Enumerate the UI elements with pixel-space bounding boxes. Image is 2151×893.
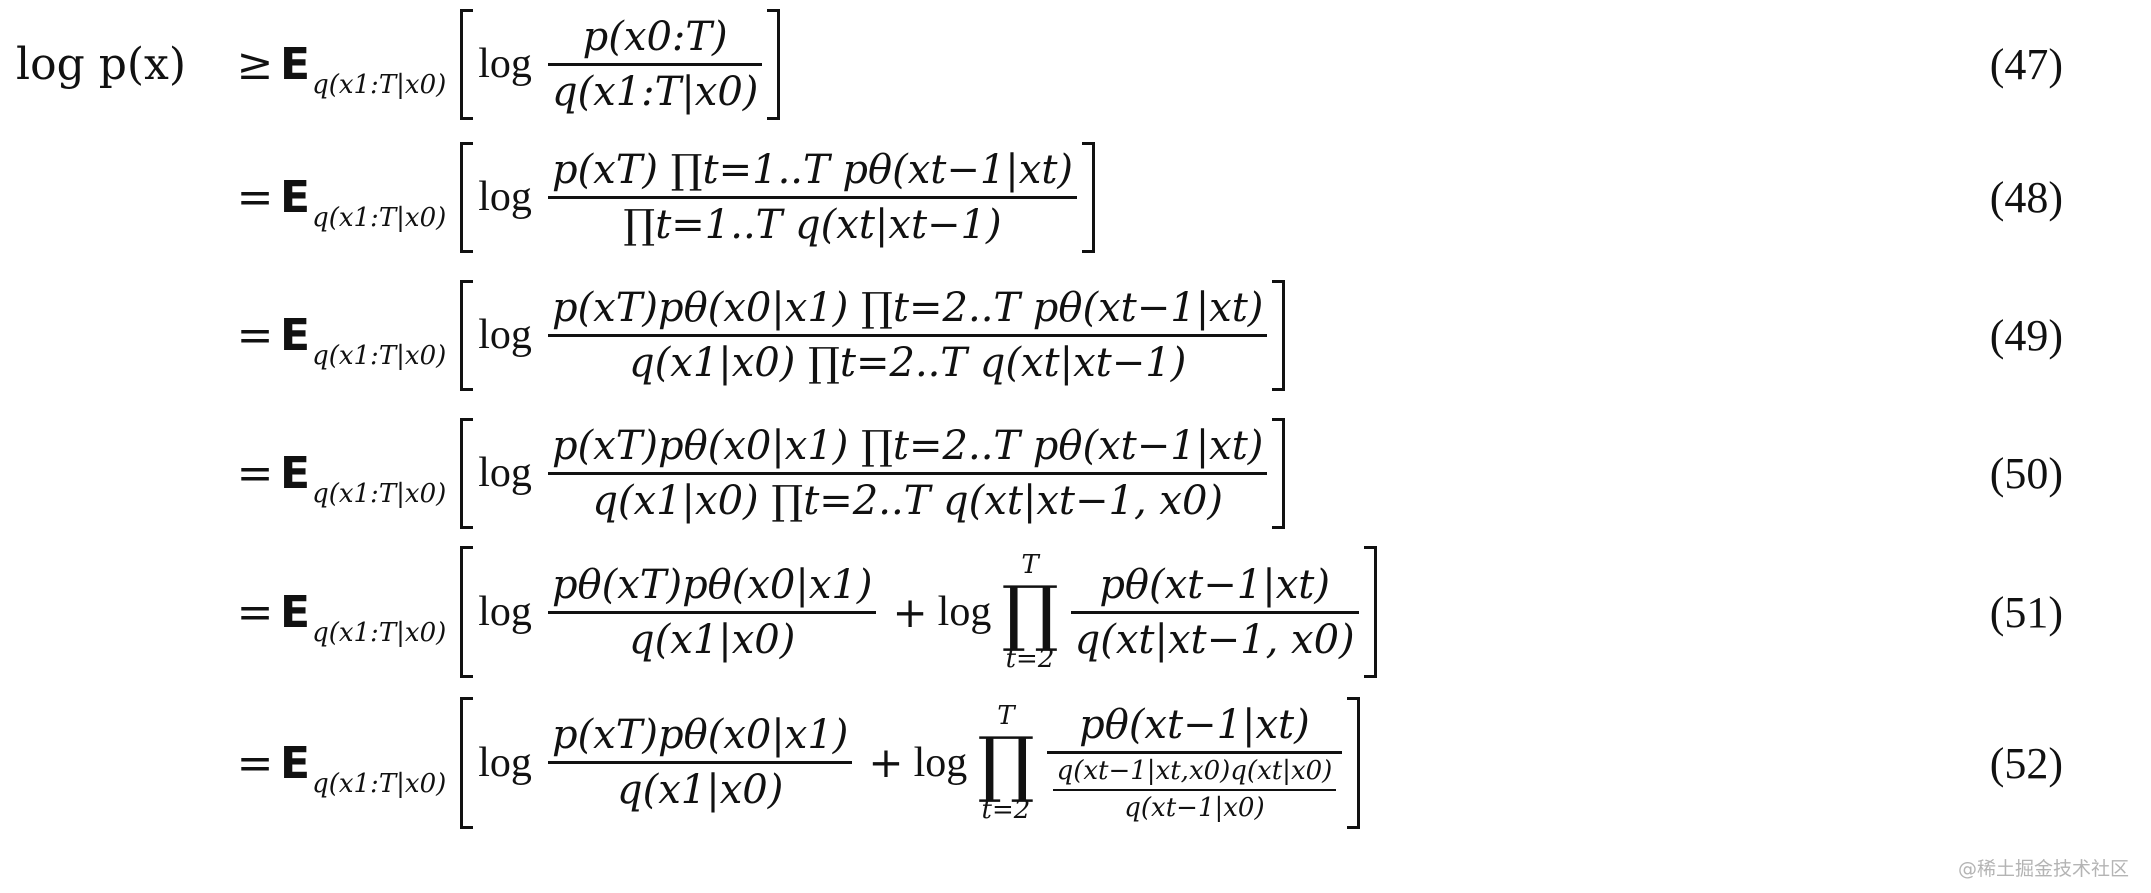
relation-symbol: = — [236, 309, 274, 361]
fraction: pθ(xt−1|xt) q(xt|xt−1, x0) — [1070, 561, 1359, 664]
relation-symbol: ≥ — [236, 38, 274, 90]
product-symbol: ∏ — [977, 720, 1035, 805]
equation-row-47: log p(x) ≥ E q(x1:T|x0) log p(x0:T) q(x1… — [0, 8, 2151, 120]
expectation-subscript: q(x1:T|x0) — [312, 478, 447, 509]
fraction-bar — [547, 761, 853, 765]
expectation-symbol: E — [280, 171, 311, 223]
fraction-denominator: q(xt|xt−1, x0) — [1074, 616, 1355, 663]
fraction-denominator: q(x1|x0) ∏t=2..T q(xt|xt−1) — [629, 339, 1187, 386]
fraction-numerator: pθ(xT)pθ(x0|x1) — [551, 561, 873, 608]
watermark: @稀土掘金技术社区 — [1957, 858, 2129, 880]
expectation-operator: E q(x1:T|x0) — [280, 447, 446, 509]
expectation-symbol: E — [280, 737, 311, 789]
expectation-subscript: q(x1:T|x0) — [312, 202, 447, 233]
expectation-operator: E q(x1:T|x0) — [280, 586, 446, 648]
log-operator: log — [913, 739, 968, 786]
fraction-bar — [1046, 751, 1343, 755]
fraction-bar — [547, 195, 1078, 199]
expectation-operator: E q(x1:T|x0) — [280, 309, 446, 371]
fraction-numerator: p(xT)pθ(x0|x1) ∏t=2..T pθ(xt−1|xt) — [551, 284, 1264, 331]
equation-number: (51) — [1989, 587, 2063, 637]
equation-row-51: = E q(x1:T|x0) log pθ(xT)pθ(x0|x1) q(x1|… — [0, 545, 2151, 679]
expectation-symbol: E — [280, 38, 311, 90]
equation-number: (47) — [1989, 39, 2063, 89]
log-operator: log — [478, 41, 532, 87]
log-operator: log — [478, 174, 532, 220]
expectation-operator: E q(x1:T|x0) — [280, 38, 446, 100]
expectation-subscript: q(x1:T|x0) — [312, 69, 447, 100]
fraction: p(xT)pθ(x0|x1) q(x1|x0) — [547, 711, 853, 814]
expectation-symbol: E — [280, 586, 311, 638]
equation-row-49: = E q(x1:T|x0) log p(xT)pθ(x0|x1) ∏t=2..… — [0, 274, 2151, 396]
bracket-group: log pθ(xT)pθ(x0|x1) q(x1|x0) + log T ∏ t… — [460, 545, 1377, 679]
relation-symbol: = — [236, 447, 274, 499]
fraction-denominator: ∏t=1..T q(xt|xt−1) — [623, 201, 1002, 248]
equation-number: (50) — [1989, 448, 2063, 498]
log-operator: log — [478, 450, 532, 496]
fraction: p(xT)pθ(x0|x1) ∏t=2..T pθ(xt−1|xt) q(x1|… — [547, 422, 1268, 525]
fraction-denominator: q(x1:T|x0) — [551, 68, 759, 115]
equation-lhs: log p(x) — [16, 38, 187, 90]
log-operator: log — [478, 589, 532, 635]
log-operator: log — [937, 589, 992, 635]
expectation-subscript: q(x1:T|x0) — [312, 340, 447, 371]
expectation-symbol: E — [280, 309, 311, 361]
fraction-bar — [1070, 610, 1359, 614]
expectation-subscript: q(x1:T|x0) — [312, 617, 447, 648]
fraction: p(x0:T) q(x1:T|x0) — [547, 13, 763, 116]
equation-row-48: = E q(x1:T|x0) log p(xT) ∏t=1..T pθ(xt−1… — [0, 136, 2151, 258]
product-operator: T ∏ t=2 — [977, 701, 1034, 826]
expectation-symbol: E — [280, 447, 311, 499]
nested-fraction-bar — [1052, 789, 1337, 792]
bracket-group: log p(xT) ∏t=1..T pθ(xt−1|xt) ∏t=1..T q(… — [460, 141, 1095, 253]
product-upper-limit: T — [997, 700, 1015, 731]
plus-sign: + — [892, 587, 928, 637]
relation-symbol: = — [236, 737, 274, 789]
bracket-group: log p(xT)pθ(x0|x1) ∏t=2..T pθ(xt−1|xt) q… — [460, 279, 1286, 391]
log-operator: log — [478, 739, 532, 786]
product-symbol: ∏ — [1001, 569, 1059, 654]
equation-number: (49) — [1989, 310, 2063, 360]
bracket-group: log p(xT)pθ(x0|x1) q(x1|x0) + log T ∏ t=… — [460, 696, 1361, 830]
equation-row-52: = E q(x1:T|x0) log p(xT)pθ(x0|x1) q(x1|x… — [0, 692, 2151, 834]
product-upper-limit: T — [1021, 549, 1039, 580]
nested-fraction-denominator: q(xt−1|x0) — [1124, 793, 1265, 824]
product-operator: T ∏ t=2 — [1001, 550, 1058, 675]
fraction-numerator: p(xT)pθ(x0|x1) ∏t=2..T pθ(xt−1|xt) — [551, 422, 1264, 469]
product-lower-limit: t=2 — [981, 795, 1031, 826]
bracket-group: log p(xT)pθ(x0|x1) ∏t=2..T pθ(xt−1|xt) q… — [460, 417, 1286, 529]
fraction: p(xT) ∏t=1..T pθ(xt−1|xt) ∏t=1..T q(xt|x… — [547, 146, 1078, 249]
fraction-numerator: pθ(xt−1|xt) — [1079, 702, 1310, 749]
relation-symbol: = — [236, 586, 274, 638]
fraction: p(xT)pθ(x0|x1) ∏t=2..T pθ(xt−1|xt) q(x1|… — [547, 284, 1268, 387]
equation-row-50: = E q(x1:T|x0) log p(xT)pθ(x0|x1) ∏t=2..… — [0, 412, 2151, 534]
fraction-numerator: pθ(xt−1|xt) — [1099, 561, 1330, 608]
relation-symbol: = — [236, 171, 274, 223]
nested-fraction-numerator: q(xt−1|xt,x0)q(xt|x0) — [1056, 756, 1333, 787]
fraction-numerator: p(xT) ∏t=1..T pθ(xt−1|xt) — [551, 146, 1074, 193]
plus-sign: + — [868, 738, 904, 788]
expectation-operator: E q(x1:T|x0) — [280, 171, 446, 233]
fraction-bar — [547, 333, 1268, 337]
fraction-denominator: q(x1|x0) — [629, 616, 796, 663]
equation-number: (48) — [1989, 172, 2063, 222]
expectation-operator: E q(x1:T|x0) — [280, 737, 446, 799]
expectation-subscript: q(x1:T|x0) — [312, 768, 447, 799]
fraction-numerator: p(xT)pθ(x0|x1) — [551, 712, 849, 759]
fraction-bar — [547, 610, 877, 614]
fraction-numerator: p(x0:T) — [582, 13, 728, 60]
fraction-denominator: q(x1|x0) ∏t=2..T q(xt|xt−1, x0) — [592, 477, 1224, 524]
fraction: pθ(xt−1|xt) q(xt−1|xt,x0)q(xt|x0) q(xt−1… — [1046, 701, 1343, 824]
bracket-group: log p(x0:T) q(x1:T|x0) — [460, 8, 781, 120]
product-lower-limit: t=2 — [1005, 644, 1055, 675]
log-operator: log — [478, 312, 532, 358]
nested-fraction: q(xt−1|xt,x0)q(xt|x0) q(xt−1|x0) — [1052, 756, 1337, 824]
fraction-bar — [547, 471, 1268, 475]
fraction-denominator: q(x1|x0) — [617, 767, 784, 814]
equation-number: (52) — [1989, 738, 2063, 788]
fraction-bar — [547, 62, 763, 66]
fraction: pθ(xT)pθ(x0|x1) q(x1|x0) — [547, 561, 877, 664]
